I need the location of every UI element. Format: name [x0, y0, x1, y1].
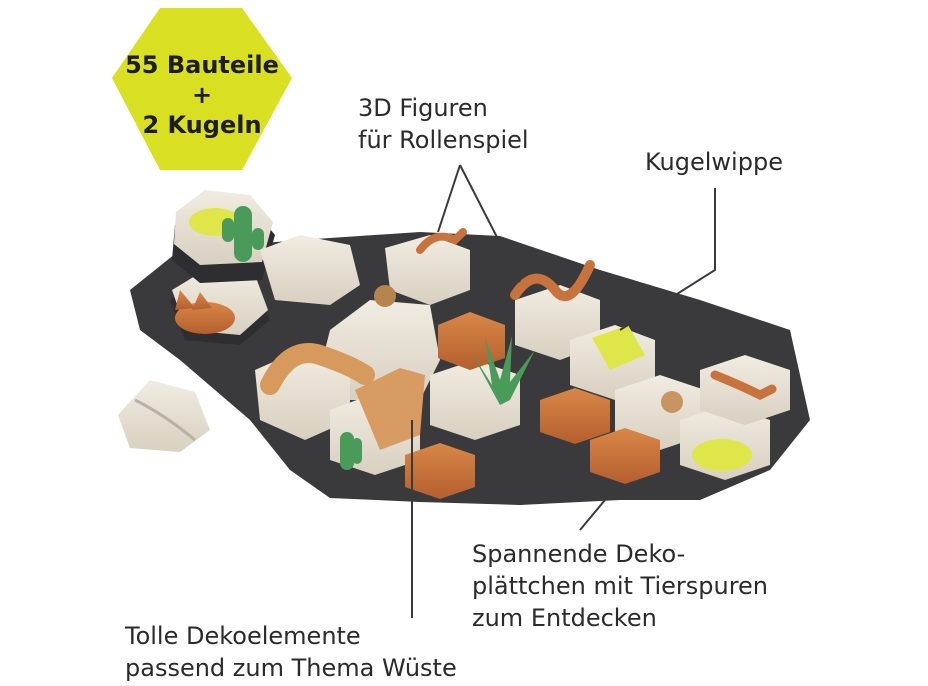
cactus-figure: [222, 206, 264, 262]
callout-3d-figures: 3D Figuren für Rollenspiel: [358, 94, 529, 154]
small-cactus-figure: [340, 432, 362, 470]
lizard-figure: [416, 228, 467, 254]
badge-hexagon: [112, 8, 292, 170]
badge-line: 2 Kugeln: [142, 111, 262, 139]
badge-text: 55 Bauteile + 2 Kugeln: [118, 50, 286, 140]
sign-figure: [355, 368, 425, 450]
agave-figure: [470, 336, 535, 405]
tile: [260, 235, 360, 305]
tile: [385, 235, 470, 305]
loose-tile: [118, 380, 210, 452]
deco-tiles: [405, 312, 660, 499]
snake-figure: [510, 260, 595, 301]
badge-line: 55 Bauteile: [125, 51, 279, 79]
callout-decor-elements: Tolle Dekoelemente passend zum Thema Wüs…: [125, 622, 457, 682]
fox-figure: [175, 290, 235, 334]
board-tiles: [170, 190, 790, 480]
callout-deco-tiles: Spannende Deko- plättchen mit Tierspuren…: [472, 540, 769, 632]
badge-line: +: [191, 81, 213, 109]
seesaw: [592, 325, 645, 370]
callout-lines: [411, 164, 716, 618]
marble: [374, 285, 396, 307]
desert-lizard-figure: [710, 370, 777, 401]
scorpion-figure: [260, 343, 375, 395]
lime-disc: [692, 439, 752, 471]
marble: [661, 391, 683, 413]
callout-seesaw: Kugelwippe: [645, 148, 783, 176]
